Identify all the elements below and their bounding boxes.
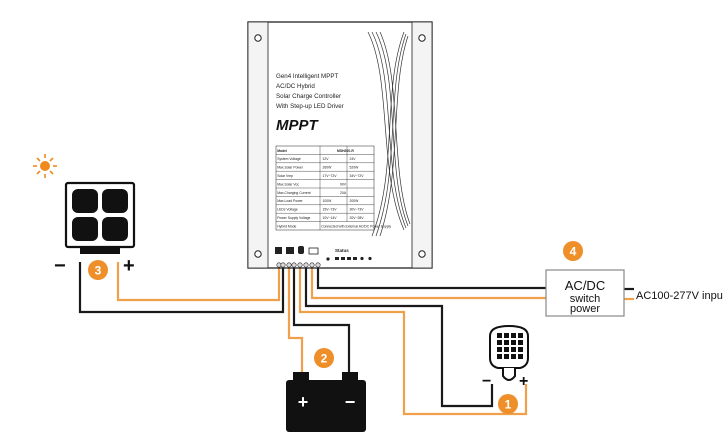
spec-cell: Max.Load Power: [277, 199, 303, 203]
solar-cells: [72, 189, 128, 241]
mount-hole-bl: [254, 250, 262, 258]
spec-cell: 20V~28V: [350, 216, 365, 220]
battery-negative-wire: [292, 268, 351, 378]
spec-cell: Max.Solar Voc: [277, 182, 299, 186]
spec-cell: Connected with External AC/DC Power Supp…: [321, 224, 391, 228]
spec-cell: Model: [277, 149, 287, 153]
acdc-negative-wire: [316, 268, 546, 290]
spec-cell: Max.Solar Power: [277, 166, 304, 170]
acdc-label-line2: switch: [570, 293, 601, 305]
acdc-number-badge: [563, 241, 583, 261]
battery-plus-sign: +: [298, 392, 309, 412]
battery-positive-wire: [287, 268, 304, 378]
spec-cell: 15V~73V: [323, 208, 338, 212]
spec-cell: Solar Vmp: [277, 174, 293, 178]
acdc-switch-power: 4 AC/DC switch power AC100-277V input: [545, 241, 723, 317]
controller-line-3: Solar Charge Controller: [276, 93, 341, 100]
controller-line-2: AC/DC Hybrid: [276, 83, 315, 90]
led-plus-sign: +: [519, 373, 528, 390]
led-positive-wire: [298, 268, 528, 416]
mount-hole-tr: [418, 34, 426, 42]
acdc-number: 4: [570, 245, 577, 259]
spec-cell: Max.Charging Current: [277, 191, 310, 195]
spec-cell: 90V: [340, 182, 347, 186]
acdc-label-line3: power: [570, 303, 600, 315]
acdc-label-line1: AC/DC: [565, 278, 605, 293]
sun-icon: [33, 154, 57, 178]
led-terminal-icon: [298, 246, 304, 254]
acdc-positive-wire: [310, 268, 546, 300]
spec-cell: 100W: [323, 199, 333, 203]
spec-table: Model MSH200-R System Voltage 12V 24V Max.Sol…: [275, 145, 391, 231]
controller-body: [247, 21, 433, 269]
spec-cell: MSH200-R: [337, 149, 354, 153]
spec-cell: Power Supply Voltage: [277, 216, 310, 220]
ac-input-label: AC100-277V input: [636, 290, 723, 302]
spec-cell: 10V~14V: [323, 216, 338, 220]
led-lamp: − + 1: [482, 324, 529, 414]
status-indicators: [326, 256, 372, 261]
solar-number-badge: [88, 260, 108, 280]
led-negative-wire: [304, 268, 494, 408]
controller-line-1: Gen4 Intelligent MPPT: [276, 73, 338, 80]
battery-minus-sign: −: [345, 392, 356, 412]
spec-cell: 260W: [323, 166, 333, 170]
solar-negative-wire: [78, 262, 285, 314]
controller: Gen4 Intelligent MPPT AC/DC Hybrid Solar…: [247, 21, 433, 269]
spec-cell: 520W: [350, 166, 360, 170]
solar-number: 3: [95, 264, 102, 278]
acdc-box: [545, 269, 625, 317]
battery: + − 2: [286, 348, 366, 432]
battery-terminal-icon: [286, 247, 294, 254]
spec-cell: System Voltage: [277, 157, 301, 161]
led-minus-sign: −: [482, 373, 491, 390]
acdc-terminal-icon: [308, 247, 319, 255]
spec-cell: 20A: [340, 191, 347, 195]
heatsink-fins: [367, 31, 411, 237]
controller-line-4: With Step-up LED Driver: [276, 103, 344, 110]
status-label: Status: [335, 248, 349, 253]
solar-positive-wire: [116, 262, 281, 302]
terminal-block: Status: [275, 246, 372, 268]
solar-minus-sign: −: [54, 255, 66, 277]
led-number-badge: [498, 394, 518, 414]
solar-panel: − + 3: [33, 154, 136, 280]
solar-terminal-icon: [275, 247, 282, 254]
spec-cell: Hybrid Mode: [277, 224, 296, 228]
battery-body: [286, 380, 366, 432]
battery-number-badge: [314, 348, 334, 368]
led-number: 1: [505, 398, 512, 412]
mount-hole-br: [418, 250, 426, 258]
spec-cell: 17V~72V: [323, 174, 338, 178]
controller-logo: MPPT: [276, 117, 320, 134]
spec-cell: 30V~73V: [350, 208, 365, 212]
spec-cell: 34V~72V: [350, 174, 365, 178]
spec-cell: LEDs Voltage: [277, 208, 298, 212]
mount-hole-tl: [254, 34, 262, 42]
led-array: [497, 333, 523, 359]
wires: [78, 262, 634, 416]
spec-cell: 24V: [350, 157, 357, 161]
spec-cell: 200W: [350, 199, 360, 203]
battery-number: 2: [321, 352, 328, 366]
spec-cell: 12V: [323, 157, 330, 161]
solar-plus-sign: +: [123, 255, 135, 277]
